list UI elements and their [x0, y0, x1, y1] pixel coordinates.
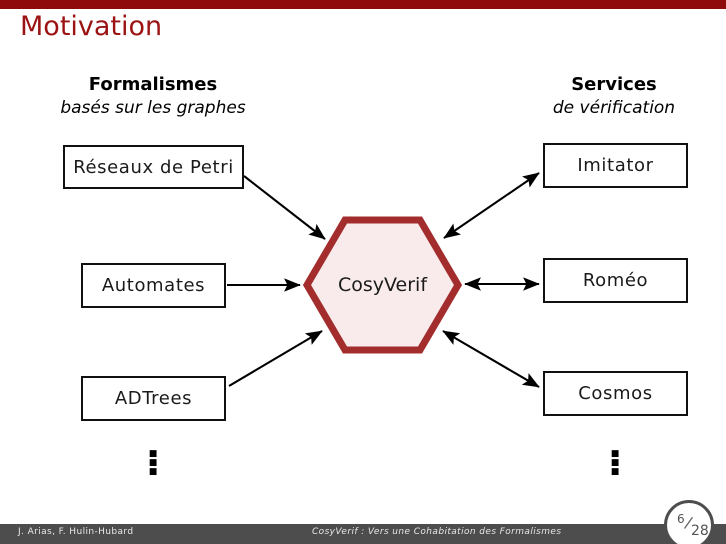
title-accent-bar — [0, 0, 726, 9]
page-total: 28 — [691, 523, 709, 539]
dot-1: ■ — [148, 449, 158, 459]
footer-talk-title: CosyVerif : Vers une Cohabitation des Fo… — [312, 527, 562, 537]
column-heading-formalisms-subtitle: basés sur les graphes — [60, 98, 246, 118]
node-imitator-label: Imitator — [577, 155, 654, 176]
column-heading-services-subtitle: de vérification — [552, 98, 676, 118]
node-adtrees-label: ADTrees — [114, 388, 193, 409]
column-heading-services: Services de vérification — [464, 74, 726, 120]
node-reseaux-de-petri-label: Réseaux de Petri — [73, 156, 234, 178]
node-automates[interactable]: Automates — [81, 263, 226, 308]
cosyverif-hexagon[interactable] — [303, 216, 462, 354]
dot-3: ■ — [148, 467, 158, 477]
page-number-fraction: 6 / 28 — [667, 503, 711, 544]
footer-authors: J. Arias, F. Hulin-Hubard — [18, 527, 134, 537]
dot-2: ■ — [148, 458, 158, 468]
node-adtrees[interactable]: ADTrees — [81, 376, 226, 421]
page-number-badge: 6 / 28 — [664, 500, 714, 544]
more-services-ellipsis-icon: ■ ■ ■ — [608, 450, 622, 477]
dot-3: ■ — [610, 467, 620, 477]
page-title: Motivation — [20, 11, 163, 42]
node-cosmos[interactable]: Cosmos — [543, 371, 688, 416]
node-reseaux-de-petri[interactable]: Réseaux de Petri — [63, 145, 244, 189]
node-romeo-label: Roméo — [582, 270, 649, 291]
node-automates-label: Automates — [101, 275, 206, 296]
node-cosmos-label: Cosmos — [578, 383, 653, 404]
column-heading-formalisms-title: Formalismes — [88, 74, 218, 95]
hexagon-shape — [303, 216, 462, 354]
column-heading-services-title: Services — [571, 74, 657, 95]
dot-2: ■ — [610, 458, 620, 468]
more-formalisms-ellipsis-icon: ■ ■ ■ — [146, 450, 160, 477]
page-current: 6 — [677, 512, 685, 526]
column-heading-formalisms: Formalismes basés sur les graphes — [3, 74, 303, 120]
node-romeo[interactable]: Roméo — [543, 258, 688, 303]
node-imitator[interactable]: Imitator — [543, 143, 688, 188]
dot-1: ■ — [610, 449, 620, 459]
footer-bar — [0, 524, 726, 544]
